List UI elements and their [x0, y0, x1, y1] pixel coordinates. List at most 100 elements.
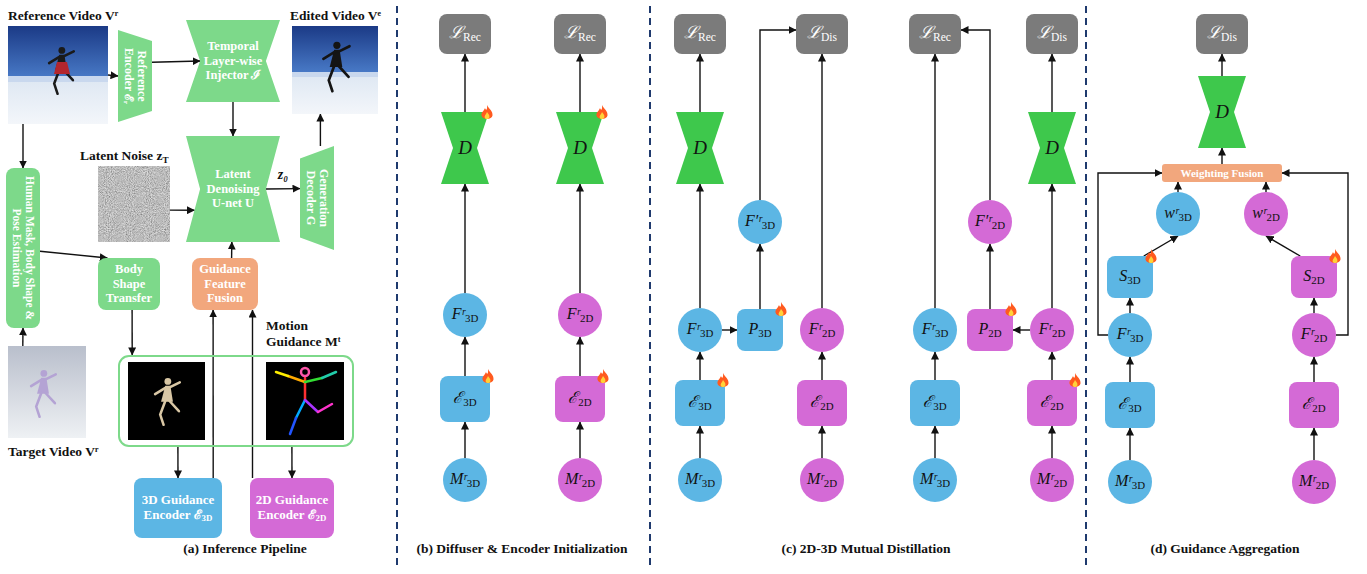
panel-separators	[649, 6, 651, 568]
connector-arrow	[699, 426, 700, 458]
process-box: S3D	[1107, 256, 1153, 298]
connector-arrow	[821, 352, 822, 380]
node-label: Fʳ3D	[1117, 325, 1144, 345]
outline-shape	[1162, 164, 1282, 182]
connector-arrow	[252, 310, 253, 478]
connector-arrow	[699, 54, 700, 112]
feature-circle: Fʳ2D	[1030, 308, 1074, 352]
connector-arrow	[699, 184, 700, 308]
node-label: Latent Denoising U-net U	[202, 167, 264, 210]
network-hourglass: D	[1028, 112, 1076, 184]
flame-outer	[717, 373, 728, 387]
connector-arrow	[1051, 184, 1052, 308]
connector-arrow	[1129, 428, 1130, 460]
connector-arrow	[170, 209, 195, 210]
connector-arrow	[40, 251, 107, 258]
skeleton-guidance-image	[318, 404, 332, 412]
flame-outer	[482, 369, 493, 383]
connector-arrow	[1313, 428, 1314, 460]
rotated-holder: Generation Decoder G	[300, 150, 334, 246]
skeleton-guidance-image	[301, 368, 309, 376]
flame-inner	[1009, 309, 1014, 316]
process-box: S2D	[1291, 256, 1337, 298]
outline-shape	[1156, 192, 1200, 236]
node-label: Reference Encoder ℰᵣ	[122, 34, 148, 118]
subscript: 2D	[1314, 332, 1327, 344]
subscript: Dis	[821, 31, 837, 44]
node-label: Mʳ2D	[1299, 472, 1329, 492]
subscript: 3D	[937, 477, 950, 489]
reference-video-image	[49, 47, 74, 94]
feature-circle: Mʳ3D	[678, 458, 722, 502]
trainable-flame-icon	[775, 302, 787, 318]
node-label: Fʳ2D	[567, 305, 594, 325]
node-label: P2D	[978, 320, 1001, 340]
node-label: Fʳ2D	[1039, 320, 1066, 340]
feature-circle: Fʳ3D	[443, 293, 487, 337]
subscript: 3D	[758, 327, 771, 339]
outline-shape	[186, 20, 280, 102]
subscript: 2D	[820, 400, 833, 412]
connector-arrow	[464, 422, 465, 458]
node-label: ℰ3D	[1118, 395, 1141, 415]
node-label: Fʳ3D	[452, 305, 479, 325]
node-label: Mʳ3D	[685, 470, 715, 490]
node-label: Fʳ2D	[1301, 325, 1328, 345]
panel-caption: (a) Inference Pipeline	[183, 541, 306, 557]
flame-outer	[481, 105, 492, 119]
flame-outer	[1069, 373, 1080, 387]
node-outline	[118, 355, 354, 447]
latent-noise-image	[98, 166, 170, 242]
process-box: ℒRec	[674, 14, 726, 54]
outline-shape	[186, 136, 280, 242]
node-label: ℰ2D	[568, 389, 591, 409]
heading-holder: Motion Guidance Mᵗ	[266, 318, 358, 350]
node-label: ℒDis	[1037, 23, 1067, 45]
outline-shape	[441, 112, 489, 184]
flame-outer	[1145, 249, 1156, 263]
trainable-flame-icon	[1069, 373, 1081, 389]
node-label: ℒRec	[919, 23, 951, 45]
edge-label: z₀	[277, 167, 289, 183]
subscript: 2D	[578, 396, 591, 408]
outline-shape	[6, 168, 40, 328]
connector-arrow	[1129, 357, 1130, 382]
image-panel: Reference Video Vʳ	[8, 26, 108, 124]
heading-label: Latent Noise zT	[80, 148, 169, 165]
feature-circle: Fʳ3D	[1108, 313, 1152, 357]
edited-video-image	[292, 72, 378, 77]
node-label: Mʳ2D	[1037, 470, 1067, 490]
feature-circle: Mʳ2D	[1030, 458, 1074, 502]
flame-inner	[1333, 256, 1338, 263]
flame-inner	[721, 380, 726, 387]
process-box: P2D	[967, 309, 1013, 351]
subscript: 3D	[1130, 332, 1143, 344]
outline-shape	[1291, 256, 1337, 298]
outline-shape	[558, 293, 602, 337]
decoder-trapezoid: Generation Decoder G	[300, 146, 334, 250]
process-box: ℒDis	[1196, 14, 1248, 54]
node-label: wʳ2D	[1252, 204, 1280, 224]
connector-arrow	[934, 54, 935, 308]
heading-holder: Target Video Vʳ	[8, 442, 118, 460]
feature-circle: Fʳ2D	[558, 293, 602, 337]
network-hourglass: D	[556, 112, 604, 184]
feature-circle: Fʳ3D	[678, 308, 722, 352]
connector-arrow	[1013, 329, 1030, 330]
connector-arrow	[1266, 236, 1300, 256]
trainable-flame-icon	[1329, 249, 1341, 265]
heading-holder: Reference Video Vʳ	[8, 6, 148, 24]
encoder-trapezoid: Reference Encoder ℰᵣ	[118, 30, 152, 122]
trainable-flame-icon	[482, 369, 494, 385]
connector-arrow	[232, 102, 233, 136]
subscript: 3D	[1128, 402, 1141, 414]
flame-outer	[597, 369, 608, 383]
connector-arrow	[152, 61, 200, 62]
subscript: 3D	[467, 477, 480, 489]
node-label: Temporal Layer-wise Injector ℐ	[202, 39, 264, 82]
feature-circle: F′ʳ3D	[738, 200, 782, 244]
subscript: 3D	[935, 327, 948, 339]
connector-arrow	[1313, 298, 1314, 313]
heading-label: Edited Video Vᵉ	[290, 8, 381, 24]
